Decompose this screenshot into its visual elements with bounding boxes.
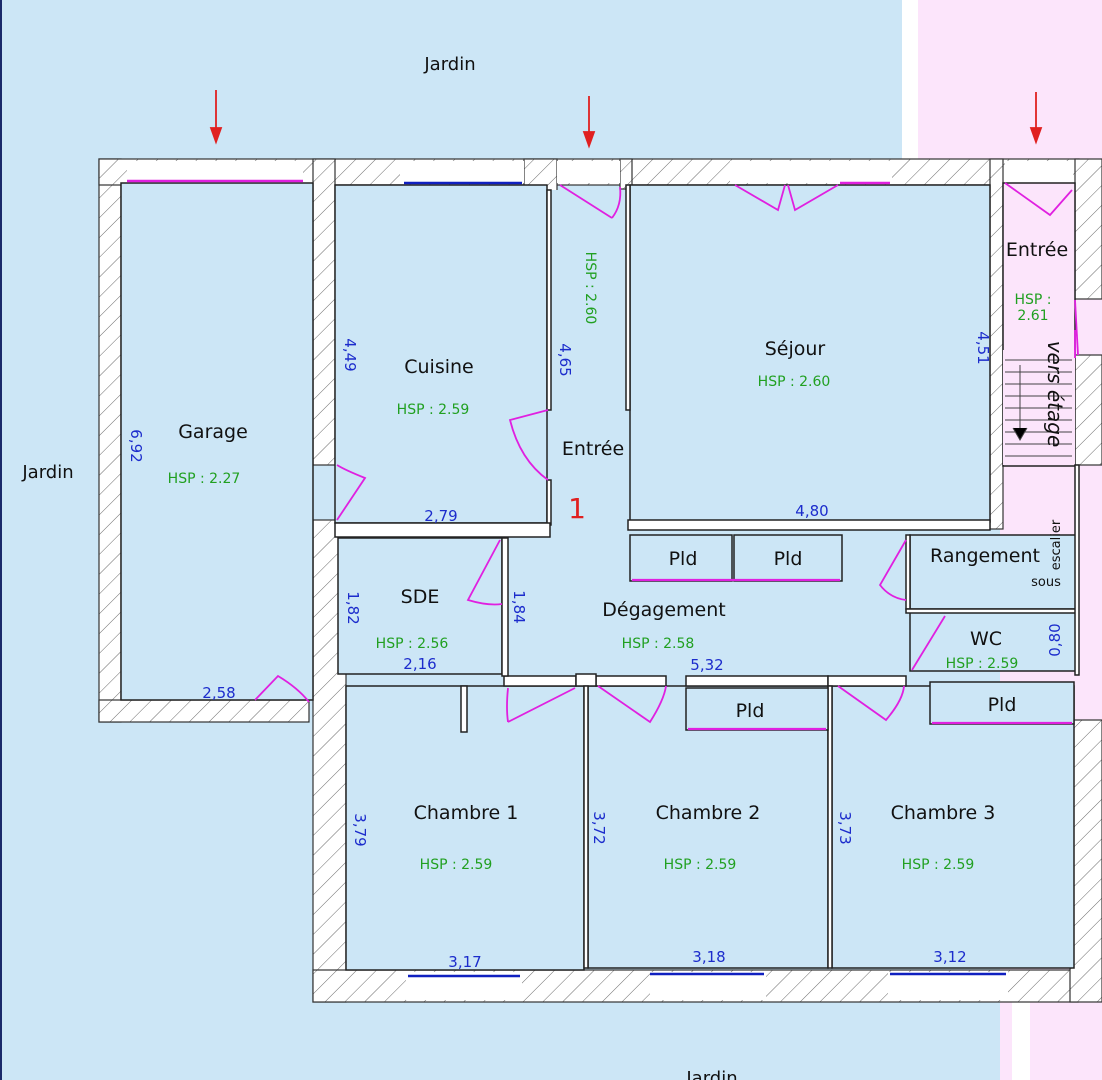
dim-garage-w: 2,58 xyxy=(202,684,235,702)
stair-under-label: sous xyxy=(1031,575,1061,590)
chambre3-room xyxy=(831,685,1075,969)
room-name-rangement: Rangement xyxy=(930,545,1040,567)
stair-under-label-2: escalier xyxy=(1049,519,1064,570)
room-hsp-garage: HSP : 2.27 xyxy=(168,471,241,487)
garden-label-left: Jardin xyxy=(21,462,73,483)
room-hsp-cuisine: HSP : 2.59 xyxy=(397,402,470,418)
dim-sde-h2: 1,84 xyxy=(510,590,528,623)
dim-cuisine-w: 2,79 xyxy=(424,507,457,525)
dim-sde-h: 1,82 xyxy=(344,591,362,624)
room-hsp-degagement: HSP : 2.58 xyxy=(622,636,695,652)
wc-room xyxy=(909,610,1078,672)
stair-label: vers étage xyxy=(1043,341,1067,448)
dim-wc-h: 0,80 xyxy=(1046,623,1064,656)
windows xyxy=(127,179,1006,978)
separator-strip-top xyxy=(902,0,918,160)
dimensions: 6,92 2,58 4,49 2,79 4,65 4,51 4,80 1,82 … xyxy=(127,331,1064,971)
rangement-room xyxy=(909,534,1078,610)
room-hsp-wc: HSP : 2.59 xyxy=(946,656,1019,672)
stair-steps xyxy=(1005,359,1072,457)
closet-label-2: Pld xyxy=(774,548,803,570)
entree-room xyxy=(550,190,628,525)
room-name-chambre3: Chambre 3 xyxy=(891,802,996,824)
room-name-chambre1: Chambre 1 xyxy=(414,802,519,824)
room-hsp-chambre3: HSP : 2.59 xyxy=(902,857,975,873)
room-name-garage: Garage xyxy=(178,421,248,443)
room-hsp-chambre1: HSP : 2.59 xyxy=(420,857,493,873)
dim-entree-h: 4,65 xyxy=(556,343,574,376)
room-hsp-entree-right: HSP : xyxy=(1014,292,1051,308)
dim-cuisine-h: 4,49 xyxy=(341,338,359,371)
room-hsp-entree-right-value: 2.61 xyxy=(1017,308,1048,324)
dim-chambre1-w: 3,17 xyxy=(448,953,481,971)
dim-chambre1-h: 3,79 xyxy=(351,813,369,846)
dim-sde-w: 2,16 xyxy=(403,655,436,673)
room-name-sde: SDE xyxy=(401,586,440,608)
dim-chambre3-h: 3,73 xyxy=(836,811,854,844)
room-name-chambre2: Chambre 2 xyxy=(656,802,761,824)
room-name-cuisine: Cuisine xyxy=(404,356,474,378)
closet-doors xyxy=(632,578,1072,731)
cuisine-room xyxy=(334,184,548,524)
room-hsp-chambre2: HSP : 2.59 xyxy=(664,857,737,873)
room-name-degagement: Dégagement xyxy=(602,599,725,621)
room-name-wc: WC xyxy=(970,628,1002,650)
closet-label-1: Pld xyxy=(669,548,698,570)
frame-border-left xyxy=(0,0,2,1080)
separator-strip-bottom xyxy=(1012,1000,1030,1080)
dim-garage-h: 6,92 xyxy=(127,429,145,462)
dim-sejour-h: 4,51 xyxy=(974,331,992,364)
room-hsp-sde: HSP : 2.56 xyxy=(376,636,449,652)
closets xyxy=(629,534,1075,731)
garden-label-top: Jardin xyxy=(423,54,475,75)
doors xyxy=(254,182,1079,724)
dim-chambre2-w: 3,18 xyxy=(692,948,725,966)
room-hsp-entree: HSP : 2.60 xyxy=(582,252,598,325)
room-name-entree: Entrée xyxy=(562,438,624,460)
sde-room xyxy=(337,537,503,675)
closet-label-3: Pld xyxy=(736,700,765,722)
interior-walls xyxy=(334,184,1080,969)
chambre2-room xyxy=(587,685,829,969)
neighbor-zone-top xyxy=(918,0,1102,160)
openings xyxy=(127,161,1073,1000)
room-hsp-sejour: HSP : 2.60 xyxy=(758,374,831,390)
access-arrows xyxy=(209,90,1043,149)
dim-chambre2-h: 3,72 xyxy=(590,811,608,844)
dim-chambre3-w: 3,12 xyxy=(933,948,966,966)
closet-label-4: Pld xyxy=(988,694,1017,716)
room-name-entree-right: Entrée xyxy=(1006,239,1068,261)
dim-degagement-w: 5,32 xyxy=(690,656,723,674)
room-interiors xyxy=(120,182,1078,971)
entry-marker: 1 xyxy=(568,492,586,525)
room-name-sejour: Séjour xyxy=(765,338,826,360)
garage-room xyxy=(120,182,314,701)
dim-sejour-w: 4,80 xyxy=(795,502,828,520)
garden-label-bottom: Jardin xyxy=(685,1068,737,1080)
chambre1-room xyxy=(345,685,585,971)
